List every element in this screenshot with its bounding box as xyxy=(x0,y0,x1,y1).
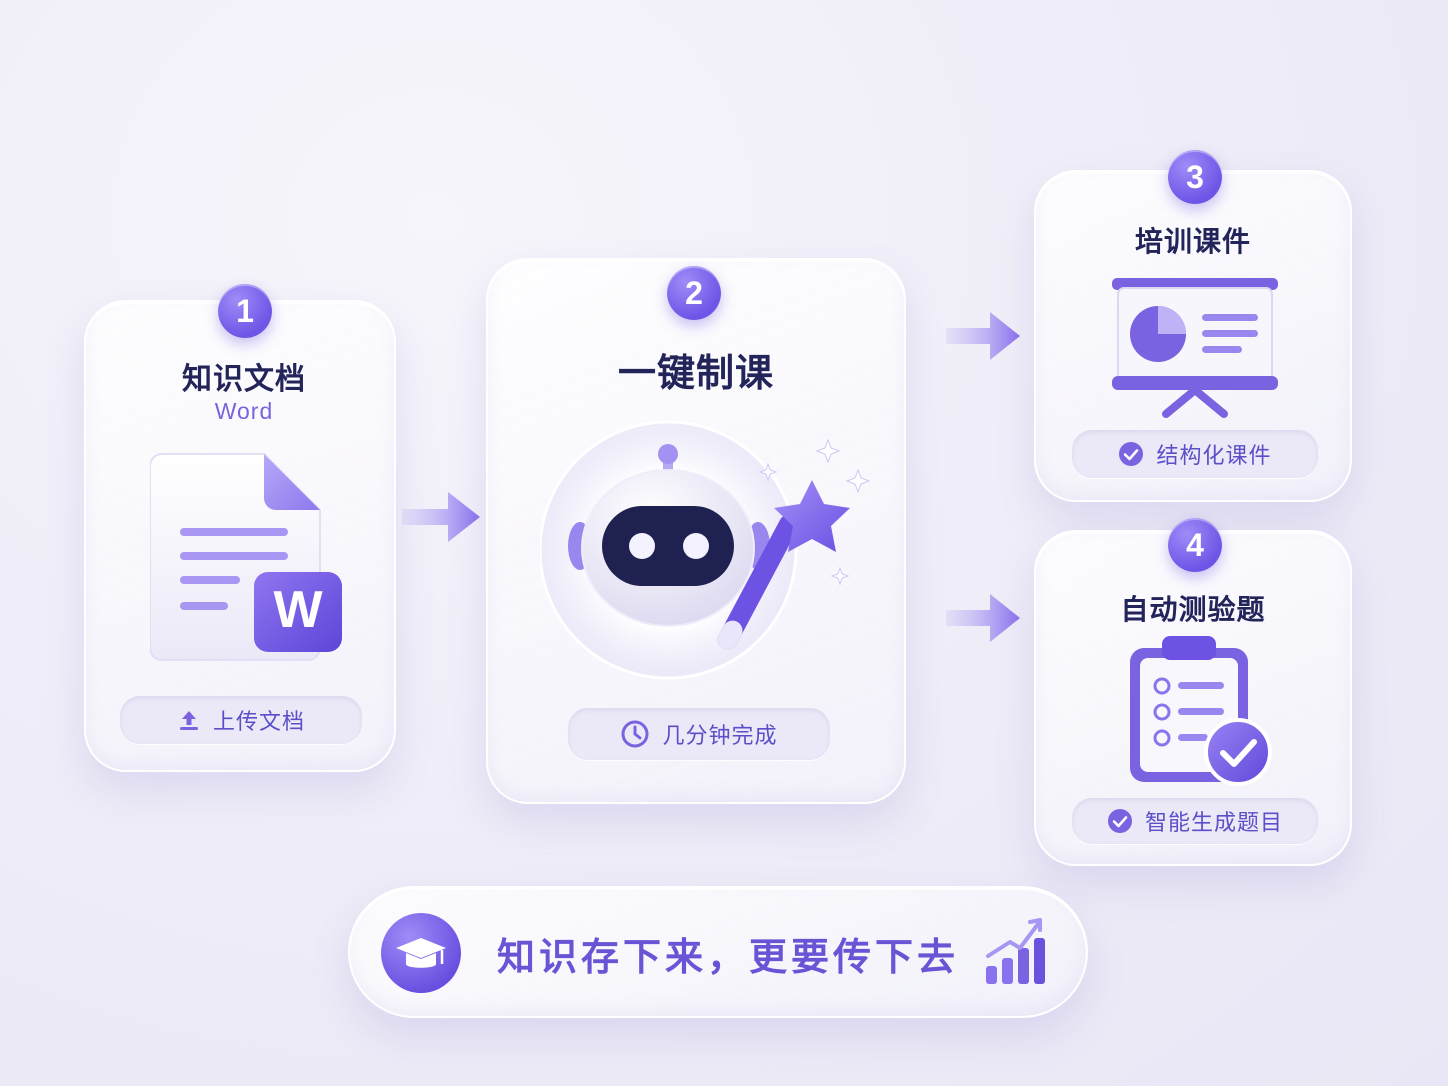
check-circle-icon xyxy=(1107,809,1132,833)
step-badge-3: 3 xyxy=(1168,150,1222,204)
step-title-1: 知识文档 xyxy=(182,362,306,397)
word-letter: W xyxy=(273,581,323,639)
step-pill-4: 智能生成题目 xyxy=(1072,798,1318,844)
step-subtitle-1: Word xyxy=(214,398,274,424)
step-pill-label-3: 结构化课件 xyxy=(1156,444,1272,469)
footer-banner xyxy=(348,886,1088,1018)
clipboard-checklist-icon xyxy=(1126,632,1276,790)
step-title-2: 一键制课 xyxy=(617,351,774,395)
step-pill-2: 几分钟完成 xyxy=(568,708,830,760)
clock-icon xyxy=(621,720,649,748)
step-pill-1: 上传文档 xyxy=(120,696,362,744)
growth-chart-icon xyxy=(984,916,1046,986)
step-pill-label-2: 几分钟完成 xyxy=(662,724,778,749)
arrow-right-icon xyxy=(946,312,1020,360)
step-badge-2: 2 xyxy=(667,266,721,320)
step-title-4: 自动测验题 xyxy=(1120,593,1266,626)
step-pill-3: 结构化课件 xyxy=(1072,430,1318,478)
arrow-right-icon xyxy=(402,492,480,542)
graduation-cap-icon xyxy=(380,912,462,994)
presentation-board-icon xyxy=(1108,274,1282,420)
robot-magic-wand-icon xyxy=(538,420,880,690)
step-pill-label-4: 智能生成题目 xyxy=(1144,811,1283,836)
step-pill-label-1: 上传文档 xyxy=(212,710,305,735)
step-badge-4: 4 xyxy=(1168,518,1222,572)
step-badge-1: 1 xyxy=(218,284,272,338)
word-document-icon: W xyxy=(149,448,350,670)
arrow-right-icon xyxy=(946,594,1020,642)
upload-icon xyxy=(179,711,198,730)
check-circle-icon xyxy=(1119,442,1144,466)
footer-slogan: 知识存下来，更要传下去 xyxy=(496,935,959,979)
step-title-3: 培训课件 xyxy=(1134,225,1251,258)
